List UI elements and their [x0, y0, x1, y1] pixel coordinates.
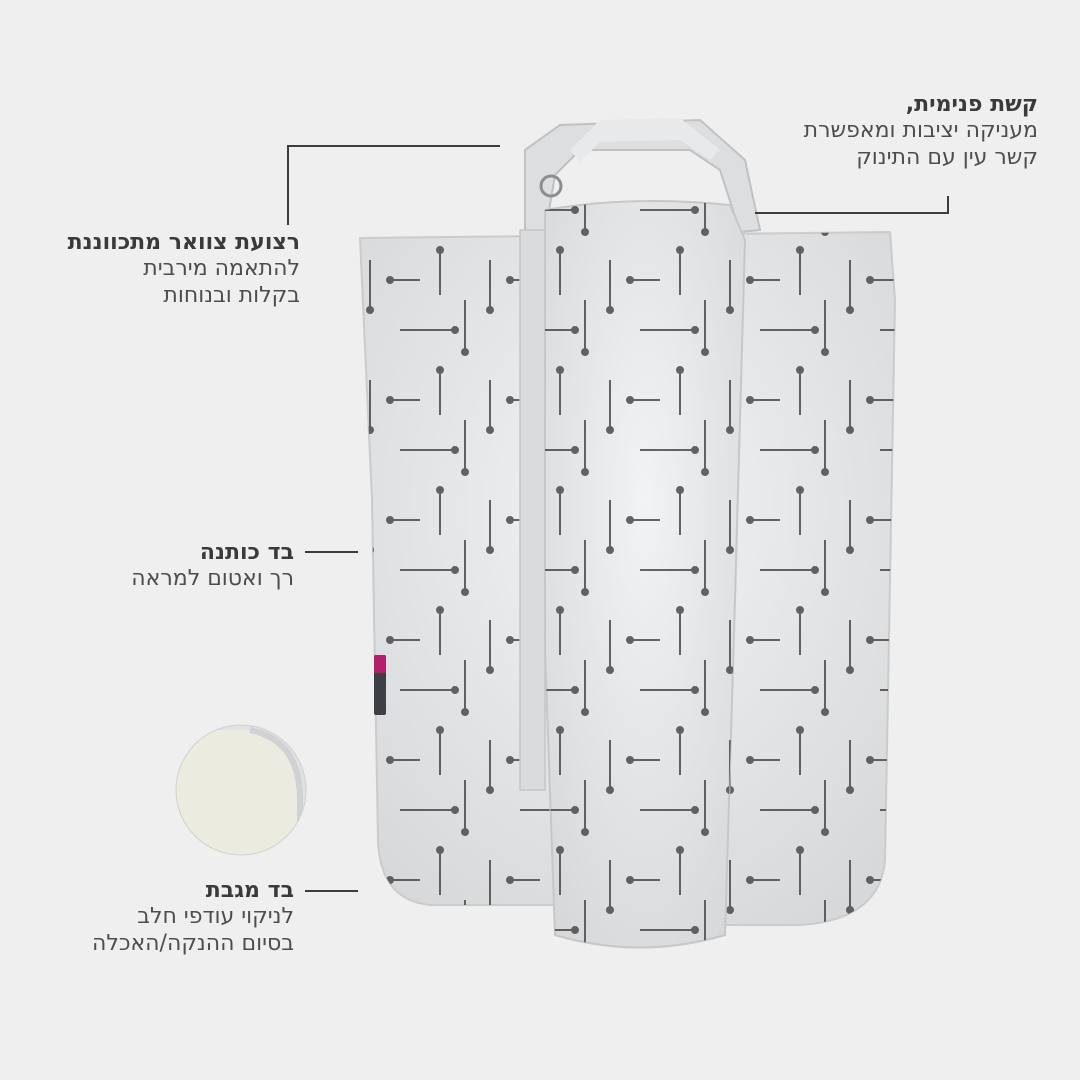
towel-fabric-title: בד מגבת [205, 878, 294, 903]
cotton-fabric-line1: רך ואטום למראה [131, 566, 294, 592]
adjustable-strap-tail [519, 229, 546, 791]
cover-front-panel [544, 200, 747, 949]
neck-strap-title: רצועת צוואר מתכווננת [67, 230, 300, 255]
leader-lines [287, 145, 949, 892]
callout-neck-strap: רצועת צוואר מתכווננת להתאמה מירבית בקלות… [40, 230, 300, 309]
towel-detail-image [175, 724, 307, 856]
callout-towel-fabric: בד מגבת לניקוי עודפי חלב בסיום ההנקה/האכ… [34, 878, 294, 957]
inner-loop-line2: קשר עין עם התינוק [856, 144, 1038, 170]
towel-fabric-line1: לניקוי עודפי חלב [137, 904, 294, 930]
neck-strap-line2: בקלות ובנוחות [163, 282, 300, 308]
inner-loop-line1: מעניקה יציבות ומאפשרת [803, 118, 1038, 144]
callout-inner-loop: קשת פנימית, מעניקה יציבות ומאפשרת קשר עי… [718, 92, 1038, 171]
neck-strap-line1: להתאמה מירבית [143, 256, 300, 282]
callout-cotton-fabric: בד כותנה רך ואטום למראה [54, 540, 294, 593]
cotton-fabric-title: בד כותנה [199, 540, 294, 565]
inner-loop-title: קשת פנימית, [905, 92, 1038, 117]
towel-fabric-line2: בסיום ההנקה/האכלה [91, 930, 294, 956]
ring-icon [539, 174, 563, 198]
